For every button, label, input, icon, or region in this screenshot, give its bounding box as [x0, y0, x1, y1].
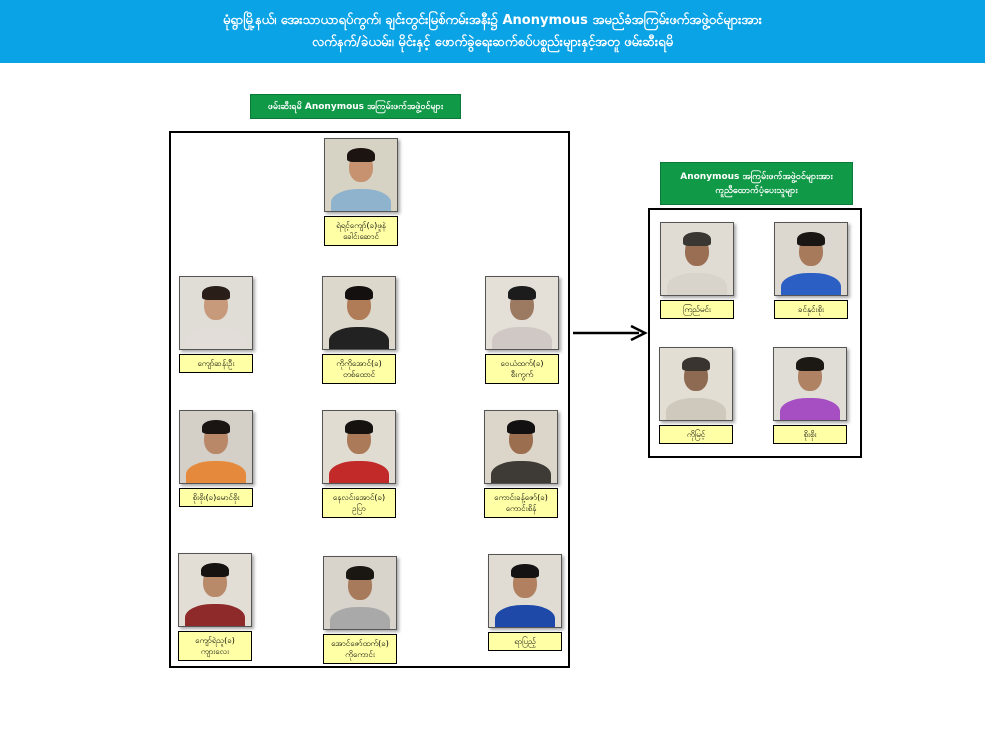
member-photo	[323, 556, 397, 630]
member-name: စိုးစိုး	[773, 425, 847, 444]
member-name: အောင်ဇော်ထက်(ခ) ကိုကောင်း	[323, 634, 397, 664]
helpers-group-title: Anonymous အကြမ်းဖက်အဖွဲ့ဝင်များအား ကူညီထ…	[660, 162, 853, 205]
member-photo	[484, 410, 558, 484]
right-arrow-icon	[573, 325, 648, 341]
member-name: ကိုကိုအောင်(ခ) တစ်ထောင်	[322, 354, 396, 384]
header-line-1: မုံရွာမြို့နယ်၊ အေးသာယာရပ်ကွက်၊ ချင်းတွင…	[223, 12, 762, 28]
member-photo	[179, 410, 253, 484]
member-photo	[178, 553, 252, 627]
arrested-member-card: ဝေယံထက်(ခ) စီးကွက်	[485, 276, 559, 384]
member-photo	[773, 347, 847, 421]
helper-member-card: ခင်နှင်းစိုး	[774, 222, 848, 319]
member-photo	[179, 276, 253, 350]
arrested-member-card: နေလင်းအောင်(ခ) ဥပြာ	[322, 410, 396, 518]
member-photo	[488, 554, 562, 628]
helper-member-card: ကိုမြင့်	[659, 347, 733, 444]
member-name: ဝေယံထက်(ခ) စီးကွက်	[485, 354, 559, 384]
member-name: ကျော်ဆန်းဦး	[179, 354, 253, 373]
member-photo	[324, 138, 398, 212]
member-photo	[659, 347, 733, 421]
arrested-member-card: ကိုကိုအောင်(ခ) တစ်ထောင်	[322, 276, 396, 384]
member-photo	[485, 276, 559, 350]
member-name: ခင်နှင်းစိုး	[774, 300, 848, 319]
arrested-group-title: ဖမ်းဆီးရမိ Anonymous အကြမ်းဖက်အဖွဲ့ဝင်မျ…	[250, 94, 461, 119]
member-name: ကျော်ရဲသူ(ခ) ကျားလေး	[178, 631, 252, 661]
arrested-member-card: စိုးစိုး(ခ)မောင်စိုး	[179, 410, 253, 507]
arrested-member-card: အောင်ဇော်ထက်(ခ) ကိုကောင်း	[323, 556, 397, 664]
member-name: နေလင်းအောင်(ခ) ဥပြာ	[322, 488, 396, 518]
helpers-group-title-line-1: Anonymous အကြမ်းဖက်အဖွဲ့ဝင်များအား	[680, 171, 833, 182]
helper-member-card: စိုးစိုး	[773, 347, 847, 444]
arrested-member-card: ကျော်ဆန်းဦး	[179, 276, 253, 373]
member-photo	[774, 222, 848, 296]
member-name: ကိုမြင့်	[659, 425, 733, 444]
arrested-member-card: ကောင်းခန့်ဇော်(ခ) ကောင်းစိန်	[484, 410, 558, 518]
member-name: ကောင်းခန့်ဇော်(ခ) ကောင်းစိန်	[484, 488, 558, 518]
member-name: ရဲရင့်ကျော်(ခ)ဖူနဲ ခေါင်းဆောင်	[324, 216, 398, 246]
member-name: စိုးစိုး(ခ)မောင်စိုး	[179, 488, 253, 507]
arrested-member-card: ရာပြည့်	[488, 554, 562, 651]
header-line-2: လက်နက်/ခဲယမ်း၊ မိုင်းနှင့် ဖောက်ခွဲရေးဆက…	[311, 34, 674, 50]
member-photo	[660, 222, 734, 296]
member-photo	[322, 410, 396, 484]
arrested-member-card: ရဲရင့်ကျော်(ခ)ဖူနဲ ခေါင်းဆောင်	[324, 138, 398, 246]
arrested-member-card: ကျော်ရဲသူ(ခ) ကျားလေး	[178, 553, 252, 661]
helper-member-card: ကြည်မင်း	[660, 222, 734, 319]
arrested-group-title-text: ဖမ်းဆီးရမိ Anonymous အကြမ်းဖက်အဖွဲ့ဝင်မျ…	[267, 101, 444, 112]
member-photo	[322, 276, 396, 350]
member-name: ရာပြည့်	[488, 632, 562, 651]
helpers-group-title-line-2: ကူညီထောက်ပံ့ပေးသူများ	[715, 185, 798, 196]
page-header: မုံရွာမြို့နယ်၊ အေးသာယာရပ်ကွက်၊ ချင်းတွင…	[0, 0, 985, 63]
member-name: ကြည်မင်း	[660, 300, 734, 319]
